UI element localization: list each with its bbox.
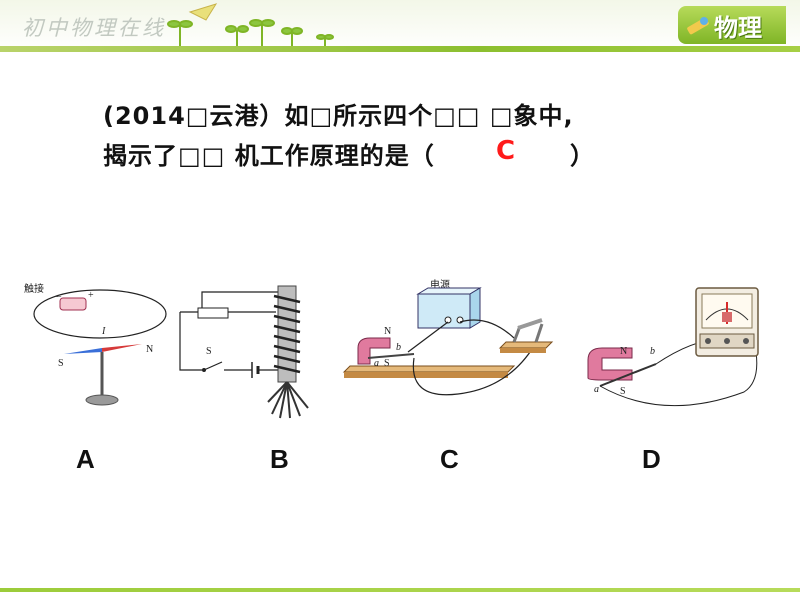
figure-a-n-label: N: [146, 344, 153, 355]
header-band: [0, 0, 800, 52]
figure-c-a-label: a: [374, 358, 379, 369]
figure-c-b-label: b: [396, 342, 401, 353]
figure-d-b-label: b: [650, 346, 655, 357]
sprout-decoration: [167, 3, 334, 46]
answer-text: C: [496, 136, 516, 166]
figure-c-s-label: S: [384, 358, 390, 369]
figure-a-plus: +: [88, 290, 94, 301]
figure-c-label: C: [440, 444, 459, 474]
figure-a-minus: −: [56, 292, 62, 303]
figure-c-motor: 电源 N S a b: [342, 278, 554, 396]
footer-divider: [0, 588, 800, 592]
figure-d-label: D: [642, 444, 661, 474]
figure-a-oersted: 触接 − + I S N: [24, 282, 167, 406]
pencil-icon: [687, 17, 709, 35]
figure-d-s-label: S: [620, 386, 626, 397]
brand-title: 初中物理在线: [22, 16, 166, 40]
figure-a-touch-label: 触接: [24, 282, 44, 295]
subject-title: 物理: [714, 14, 762, 42]
figure-b-label: B: [270, 444, 289, 474]
figure-c-n-label: N: [384, 326, 391, 337]
figure-b-electromagnet: S: [179, 285, 309, 419]
figure-d-n-label: N: [620, 346, 627, 357]
figure-d-galvanometer: N S a b: [587, 287, 759, 407]
figure-b-s-label: S: [206, 346, 212, 357]
question-line-1: (2014□云港）如□所示四个□□ □象中,: [103, 102, 574, 130]
figure-d-a-label: a: [594, 384, 599, 395]
figure-a-label: A: [76, 444, 95, 474]
question-paren-close: ）: [570, 142, 594, 170]
header-divider: [0, 46, 800, 52]
figure-a-current-label: I: [101, 326, 106, 337]
figure-a-s-label: S: [58, 358, 64, 369]
question-line-2: 揭示了□□ 机工作原理的是（: [103, 142, 435, 170]
